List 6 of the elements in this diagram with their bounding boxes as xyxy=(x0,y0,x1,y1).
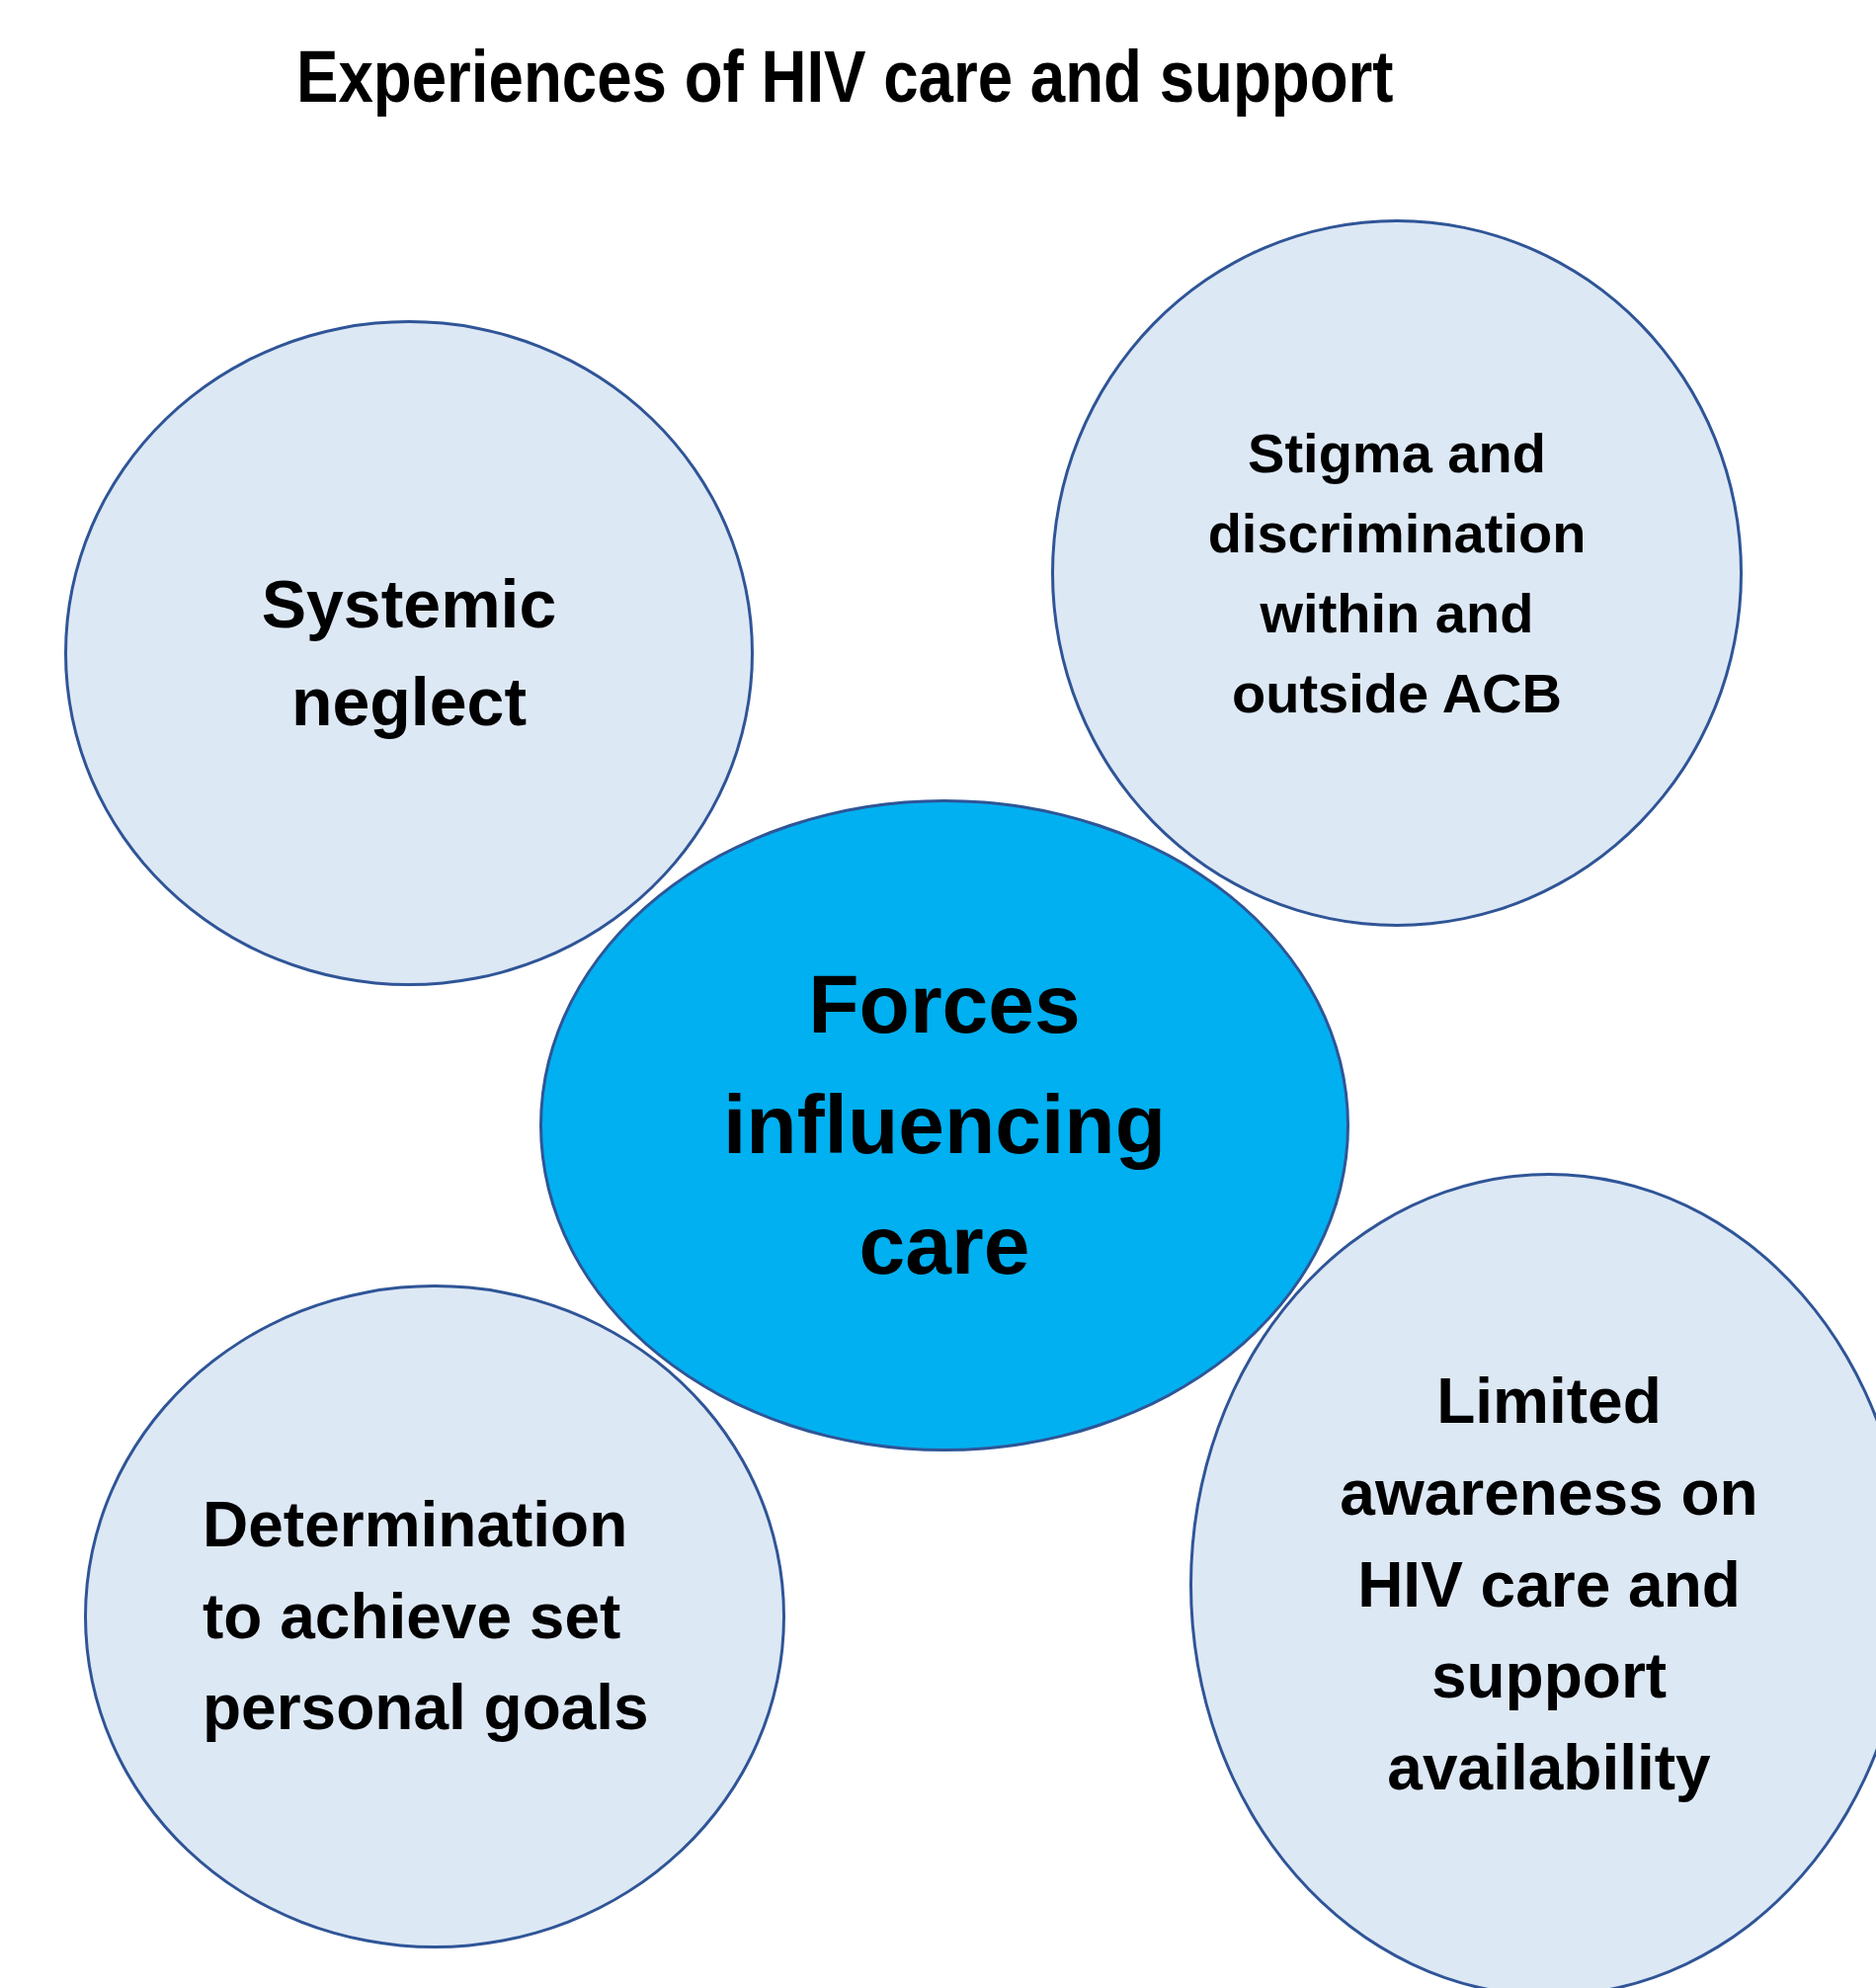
theme-label: Stigma and discrimination within and outside ACB xyxy=(1206,420,1588,727)
theme-label: Limited awareness on HIV care and support availability xyxy=(1339,1365,1759,1806)
central-label: Forces influencing care xyxy=(722,956,1167,1293)
theme-label: Systemic neglect xyxy=(260,565,558,741)
title: Experiences of HIV care and support xyxy=(296,35,1394,119)
theme-label: Determination to achieve set personal goals xyxy=(203,1487,650,1746)
